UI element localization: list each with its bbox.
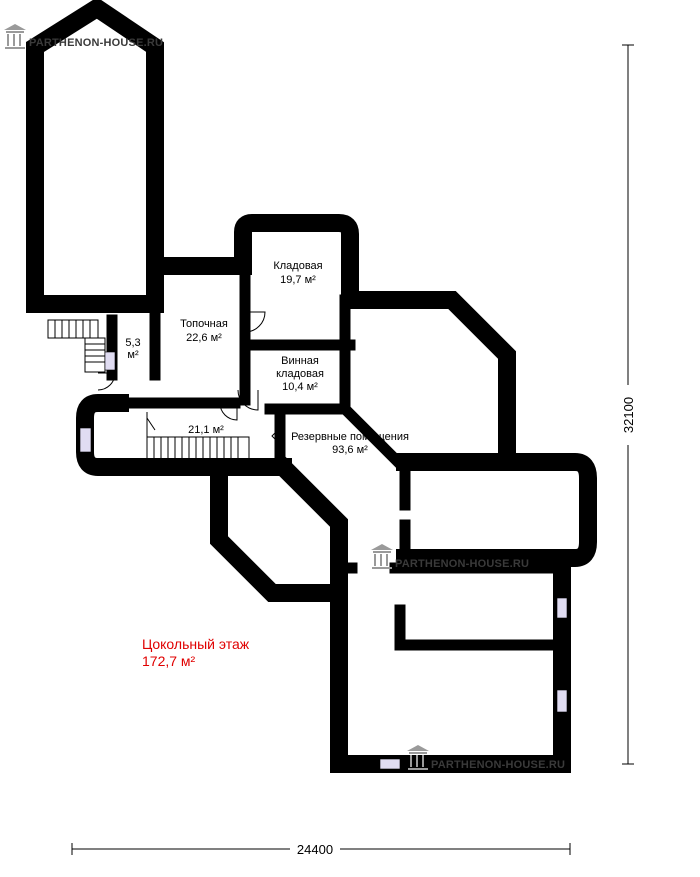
room-area-small: 5,3 <box>125 337 140 349</box>
height-label-bg <box>619 385 637 445</box>
boiler-door <box>244 311 266 333</box>
wine-storage-door <box>237 389 259 411</box>
watermark-top: PARTHENON-HOUSE.RU <box>4 24 163 49</box>
reserve-door <box>271 427 281 445</box>
room-name-reserve: Резервные помещения <box>291 431 409 443</box>
parthenon-logo <box>4 24 26 49</box>
north-wing-wall <box>26 0 164 313</box>
stair-hall-wall <box>76 394 292 476</box>
room-area-wine: 10,4 м² <box>282 381 318 393</box>
east-wing-diagonal <box>337 401 406 470</box>
room-area-small-unit: м² <box>127 349 139 361</box>
room-name-storage: Кладовая <box>273 260 322 272</box>
room-name-wine-1: Винная <box>281 355 319 367</box>
window-south <box>379 758 401 770</box>
window-west <box>79 427 92 453</box>
width-dimension-label: 24400 <box>297 842 333 857</box>
watermark-text-top: PARTHENON-HOUSE.RU <box>29 37 163 49</box>
southwest-wing-wall <box>210 469 348 602</box>
room-area-reserve: 93,6 м² <box>332 444 368 456</box>
room-name-wine-2: кладовая <box>276 368 324 380</box>
stair-arrow <box>146 412 156 437</box>
room-labels: Кладовая 19,7 м² Топочная 22,6 м² Винная… <box>125 260 409 669</box>
doors <box>97 311 281 445</box>
room-area-storage: 19,7 м² <box>280 274 316 286</box>
watermark-bottom: PARTHENON-HOUSE.RU <box>407 745 565 771</box>
floor-name: Цокольный этаж <box>142 636 250 652</box>
floor-area: 172,7 м² <box>142 653 196 669</box>
dimensions: 24400 32100 <box>71 44 637 857</box>
window-east-2 <box>556 689 568 713</box>
room-name-boiler: Топочная <box>180 318 228 330</box>
room-area-stair-hall: 21,1 м² <box>188 424 224 436</box>
width-label-bg <box>290 840 340 857</box>
watermarks: PARTHENON-HOUSE.RU PARTHENON-HOUSE.RU PA… <box>4 24 565 771</box>
watermark-text-middle: PARTHENON-HOUSE.RU <box>395 558 529 570</box>
southwest-diagonal-wall <box>270 454 348 602</box>
window-small-room <box>104 351 116 371</box>
parthenon-logo <box>407 745 429 770</box>
east-wing-wall <box>341 291 516 471</box>
stairs <box>47 319 250 463</box>
walls <box>26 0 597 773</box>
watermark-middle: PARTHENON-HOUSE.RU <box>371 544 529 570</box>
watermark-text-bottom: PARTHENON-HOUSE.RU <box>431 759 565 771</box>
main-stair <box>146 436 250 463</box>
upper-stair-flight <box>84 337 106 373</box>
room-area-boiler: 22,6 м² <box>186 332 222 344</box>
south-block-wall <box>330 559 571 773</box>
height-dimension-label: 32100 <box>621 397 636 433</box>
small-room-door <box>97 372 116 391</box>
boiler-room-wall <box>146 214 359 309</box>
east-room-wall <box>396 453 597 567</box>
stair-hall-door <box>219 402 238 421</box>
parthenon-logo <box>371 544 393 569</box>
windows <box>79 351 568 770</box>
window-east-1 <box>556 597 568 619</box>
upper-stair <box>47 319 99 339</box>
